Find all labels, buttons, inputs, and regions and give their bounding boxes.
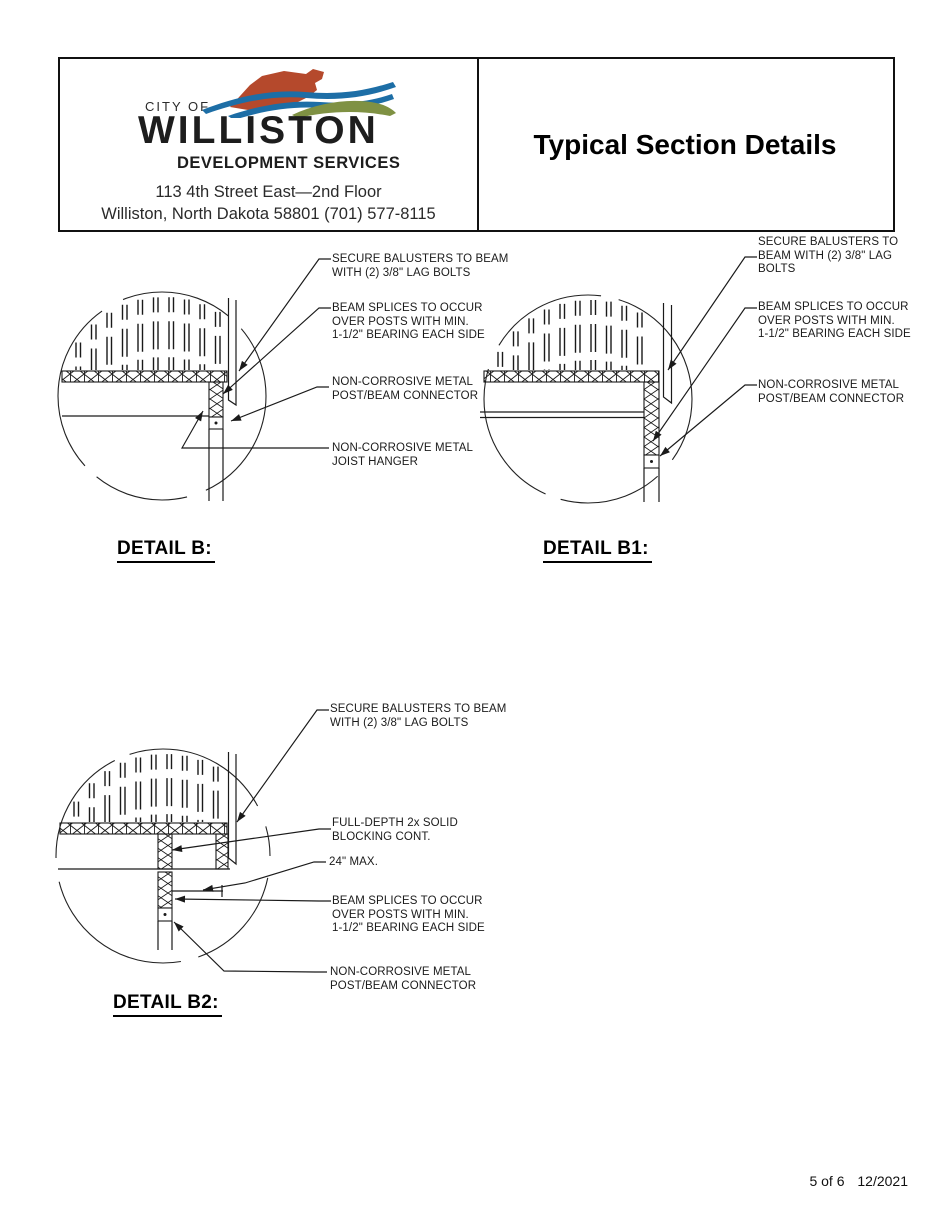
detail-b1-balusters: [497, 300, 643, 370]
detail-b-deck-band: [61, 370, 228, 383]
caption-detail-b: DETAIL B:: [117, 538, 215, 563]
footer-date: 12/2021: [857, 1173, 908, 1189]
logo-department: DEVELOPMENT SERVICES: [177, 154, 401, 172]
detail-b1-deck-band: [483, 370, 660, 383]
detail-b2-dimension-line: [172, 885, 223, 897]
note-b1-connector: NON-CORROSIVE METAL POST/BEAM CONNECTOR: [758, 379, 905, 405]
detail-b-connector: [208, 416, 224, 430]
page-number: 5 of 6: [809, 1173, 845, 1189]
logo-city-name: WILLISTON: [138, 109, 379, 152]
page-title: Typical Section Details: [533, 129, 837, 160]
note-b1-beam-splices: BEAM SPLICES TO OCCUR OVER POSTS WITH MI…: [758, 301, 911, 341]
detail-b-balusters: [75, 297, 221, 370]
note-b-joist-hanger: NON-CORROSIVE METAL JOIST HANGER: [332, 442, 473, 468]
detail-b-rail-member: [227, 298, 237, 407]
detail-b1-beam-lines: [480, 411, 644, 419]
note-b2-max-spacing: 24" MAX.: [329, 856, 378, 868]
detail-b2-rail-member: [227, 752, 237, 866]
note-b1-secure-balusters: SECURE BALUSTERS TO BEAM WITH (2) 3/8" L…: [758, 236, 899, 276]
detail-b1-connector: [643, 454, 660, 469]
logo-wave-1: [202, 82, 396, 114]
caption-detail-b2: DETAIL B2:: [113, 992, 222, 1017]
detail-b1-drawing: [480, 256, 757, 504]
address-line-1: 113 4th Street East—2nd Floor: [155, 183, 382, 201]
header: CITY OF WILLISTON DEVELOPMENT SERVICES 1…: [58, 57, 895, 232]
detail-b1-post: [643, 468, 660, 502]
header-divider: [477, 59, 479, 230]
caption-detail-b1: DETAIL B1:: [543, 538, 652, 563]
address-block: 113 4th Street East—2nd Floor Williston,…: [60, 181, 477, 225]
address-line-2: Williston, North Dakota 58801 (701) 577-…: [101, 205, 436, 223]
detail-b2-blocking: [157, 833, 173, 870]
detail-b2-balusters: [73, 754, 219, 822]
note-b-beam-splices: BEAM SPLICES TO OCCUR OVER POSTS WITH MI…: [332, 302, 485, 342]
note-b2-connector: NON-CORROSIVE METAL POST/BEAM CONNECTOR: [330, 966, 477, 992]
city-logo-icon: [202, 69, 396, 118]
note-b-secure-balusters: SECURE BALUSTERS TO BEAM WITH (2) 3/8" L…: [332, 253, 509, 279]
detail-b2-connector: [157, 907, 173, 922]
detail-b1-rail-member: [662, 303, 673, 405]
logo-wave-2: [228, 94, 394, 118]
logo-city-of: CITY OF: [145, 99, 211, 114]
page-footer: 5 of 6 12/2021: [800, 1173, 908, 1189]
logo-hill-shape: [292, 100, 396, 118]
detail-b2-post: [157, 921, 173, 950]
detail-b-post: [208, 429, 224, 501]
note-b2-secure-balusters: SECURE BALUSTERS TO BEAM WITH (2) 3/8" L…: [330, 703, 507, 729]
note-b-connector: NON-CORROSIVE METAL POST/BEAM CONNECTOR: [332, 376, 479, 402]
detail-b-drawing: [57, 258, 331, 501]
detail-b1-splice: [643, 381, 660, 456]
detail-b2-drawing: [55, 709, 331, 973]
detail-b2-edge-splice: [215, 833, 229, 870]
note-b2-beam-splices: BEAM SPLICES TO OCCUR OVER POSTS WITH MI…: [332, 895, 485, 935]
detail-b-splice: [208, 381, 224, 418]
detail-b2-deck-band: [59, 822, 228, 835]
detail-b2-post-splice: [157, 871, 173, 909]
note-b2-blocking: FULL-DEPTH 2x SOLID BLOCKING CONT.: [332, 817, 458, 843]
